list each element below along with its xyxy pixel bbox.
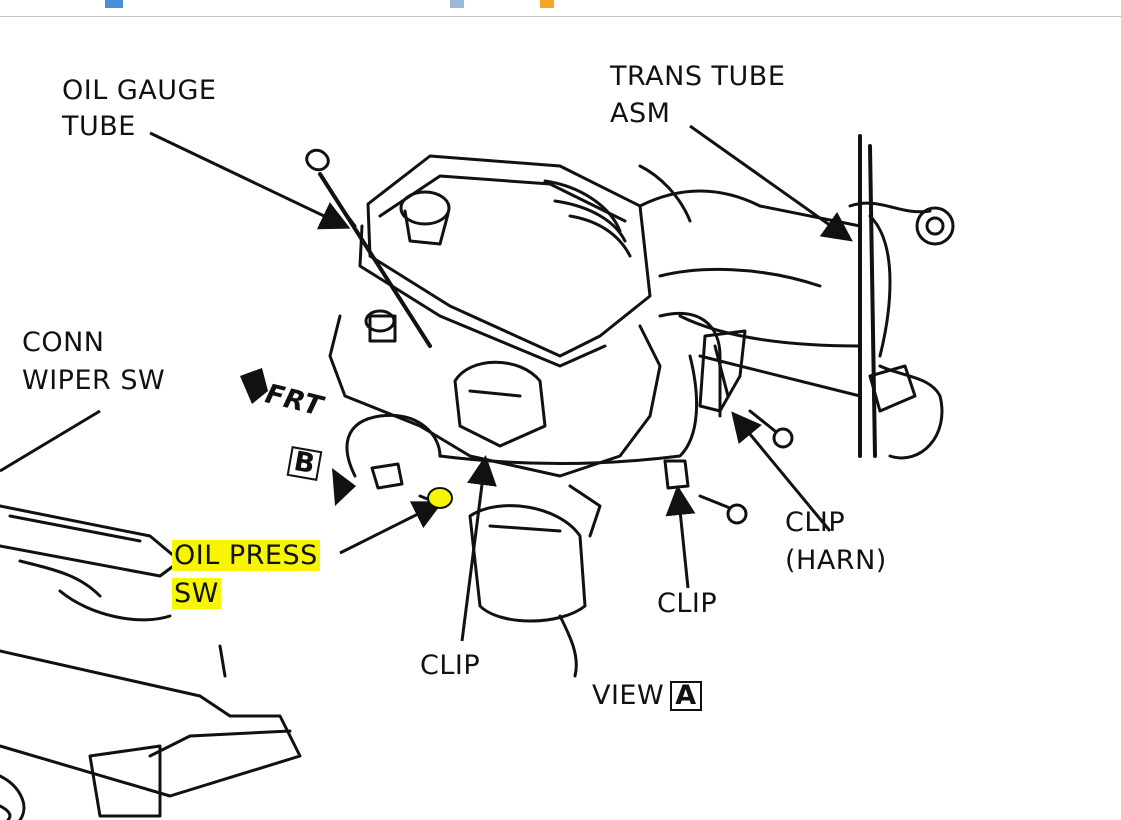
label-trans-tube-2: ASM — [610, 98, 671, 129]
label-oil-press-1: OIL PRESS — [172, 540, 320, 571]
b-marker-box: B — [286, 446, 323, 481]
label-conn-1: CONN — [22, 327, 105, 358]
folder-icon[interactable] — [450, 0, 464, 8]
oil-press-switch-highlight — [427, 487, 453, 509]
label-oil-press-2: SW — [172, 578, 221, 609]
leader-clip-center — [460, 455, 497, 642]
b-arrow-icon — [332, 468, 356, 506]
leader-conn-wiper — [0, 409, 101, 473]
label-trans-tube-1: TRANS TUBE — [610, 61, 786, 92]
oil-filter — [468, 504, 587, 623]
label-clip-right: CLIP — [657, 588, 718, 619]
leader-clip-harn — [731, 411, 832, 532]
label-clip-center: CLIP — [420, 650, 481, 681]
leader-trans-tube — [689, 124, 853, 242]
oil-press-sw-text: SW — [172, 578, 221, 609]
label-b-marker: B — [281, 445, 323, 481]
engine-diagram: OIL GAUGE TUBE TRANS TUBE ASM CONN WIPER… — [0, 16, 1121, 820]
label-conn-2: WIPER SW — [22, 365, 166, 396]
engine-line-drawing — [0, 124, 955, 820]
engine-block — [328, 314, 662, 478]
oil-press-text: OIL PRESS — [172, 540, 320, 571]
view-marker-box: A — [670, 681, 702, 711]
label-clip-harn-1: CLIP — [785, 507, 846, 538]
oil-fill-cap — [399, 190, 451, 226]
windows-icon[interactable] — [540, 0, 554, 8]
distributor — [453, 360, 547, 448]
leader-oil-gauge-tube — [149, 131, 351, 230]
valve-cover — [366, 154, 652, 358]
browser-toolbar-strip — [0, 0, 1121, 17]
frt-arrow-icon — [240, 368, 268, 404]
leader-clip-right — [665, 485, 696, 589]
bookmark-icon[interactable] — [105, 0, 123, 8]
view-text: VIEW — [592, 680, 665, 711]
label-clip-harn-2: (HARN) — [785, 545, 887, 576]
label-oil-gauge-1: OIL GAUGE — [62, 75, 217, 106]
label-oil-gauge-2: TUBE — [62, 111, 136, 142]
leader-oil-press — [339, 501, 444, 555]
